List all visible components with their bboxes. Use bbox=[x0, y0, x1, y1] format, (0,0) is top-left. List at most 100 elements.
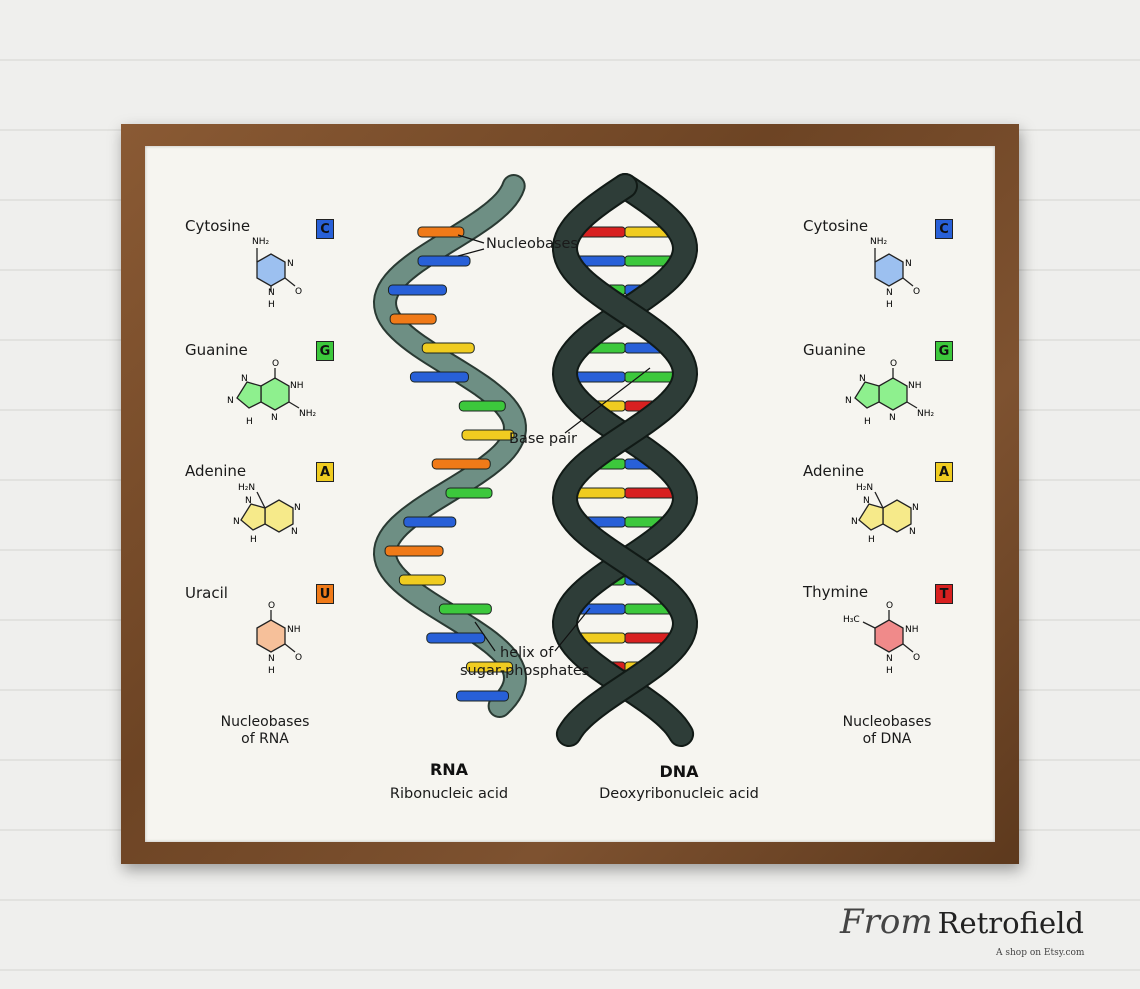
svg-text:O: O bbox=[913, 653, 920, 663]
svg-text:NH₂: NH₂ bbox=[299, 409, 317, 419]
rna-title: RNA bbox=[429, 760, 469, 779]
svg-text:N: N bbox=[291, 527, 298, 537]
base-name: Guanine bbox=[185, 341, 248, 359]
base-name: Cytosine bbox=[185, 217, 251, 235]
rna-nucleobase bbox=[409, 371, 469, 383]
svg-text:NH₂: NH₂ bbox=[252, 237, 270, 247]
svg-text:H: H bbox=[868, 535, 875, 545]
helix-illustration bbox=[372, 173, 699, 747]
rna-nucleobase bbox=[438, 603, 492, 615]
poster-paper: Cytosine C NH₂ N N H O Guanine G bbox=[145, 146, 995, 842]
svg-text:N: N bbox=[245, 496, 252, 506]
svg-text:N: N bbox=[227, 396, 234, 406]
svg-text:O: O bbox=[886, 601, 893, 611]
base-name: Adenine bbox=[803, 462, 865, 480]
base-letter-badge: A bbox=[316, 462, 334, 482]
svg-text:N: N bbox=[886, 288, 893, 298]
base-letter-badge: U bbox=[316, 584, 334, 604]
guanine-structure: O NH NH₂ N N N H bbox=[845, 359, 935, 427]
uracil-structure: O NH N H O bbox=[256, 601, 302, 676]
svg-text:N: N bbox=[863, 496, 870, 506]
cytosine-structure: NH₂ N N H O bbox=[252, 237, 302, 310]
svg-text:O: O bbox=[272, 359, 279, 369]
svg-text:H₂N: H₂N bbox=[238, 483, 255, 493]
svg-text:H: H bbox=[886, 300, 893, 310]
nucleobases-arrow bbox=[457, 234, 485, 244]
rna-nucleobases-caption: Nucleobases of RNA bbox=[195, 714, 335, 748]
base-name: Thymine bbox=[803, 583, 869, 601]
nucleobases-annotation: Nucleobases bbox=[486, 236, 578, 252]
rna-nucleobase bbox=[403, 516, 457, 528]
base-name: Cytosine bbox=[803, 217, 869, 235]
dna-title: DNA bbox=[659, 762, 699, 781]
rna-nucleobase bbox=[426, 632, 486, 644]
adenine-structure: H₂N N N N N H bbox=[233, 483, 301, 545]
caption-line: of DNA bbox=[862, 731, 912, 747]
svg-text:N: N bbox=[851, 517, 858, 527]
rna-nucleobase bbox=[458, 400, 506, 412]
svg-text:O: O bbox=[268, 601, 275, 611]
base-letter-badge: A bbox=[935, 462, 953, 482]
base-letter-badge: C bbox=[316, 219, 334, 239]
svg-text:O: O bbox=[913, 287, 920, 297]
caption-line: Nucleobases bbox=[842, 714, 932, 730]
svg-text:O: O bbox=[295, 653, 302, 663]
svg-text:H: H bbox=[268, 666, 275, 676]
poster-frame: Cytosine C NH₂ N N H O Guanine G bbox=[121, 124, 1019, 864]
brand-tagline: A shop on Etsy.com bbox=[996, 948, 1085, 958]
thymine-structure: H₃C O NH N H O bbox=[843, 601, 920, 676]
base-letter-badge: G bbox=[935, 341, 953, 361]
helix-annotation-line1: helix of bbox=[500, 645, 554, 661]
svg-text:H: H bbox=[268, 300, 275, 310]
svg-text:N: N bbox=[889, 413, 896, 423]
base-name: Guanine bbox=[803, 341, 866, 359]
nucleobases-arrow bbox=[457, 248, 485, 257]
rna-nucleobase bbox=[417, 255, 471, 267]
rna-nucleobase bbox=[387, 284, 447, 296]
svg-text:N: N bbox=[886, 654, 893, 664]
helix-arrow-dna bbox=[554, 607, 591, 652]
rna-nucleobase bbox=[461, 429, 515, 441]
base-pair-annotation: Base pair bbox=[509, 431, 577, 447]
svg-text:H: H bbox=[886, 666, 893, 676]
base-letter-badge: C bbox=[935, 219, 953, 239]
svg-text:NH₂: NH₂ bbox=[917, 409, 935, 419]
svg-text:O: O bbox=[295, 287, 302, 297]
svg-text:N: N bbox=[294, 503, 301, 513]
svg-text:NH: NH bbox=[905, 625, 919, 635]
rna-nucleobase bbox=[389, 313, 437, 325]
svg-text:H: H bbox=[864, 417, 871, 427]
svg-text:N: N bbox=[845, 396, 852, 406]
svg-text:N: N bbox=[271, 413, 278, 423]
base-pair-arrow bbox=[564, 367, 651, 434]
dna-nucleobases-caption: Nucleobases of DNA bbox=[817, 714, 957, 748]
svg-text:O: O bbox=[890, 359, 897, 369]
rna-nucleobase bbox=[455, 690, 509, 702]
svg-text:H: H bbox=[250, 535, 257, 545]
caption-line: of RNA bbox=[241, 731, 289, 747]
svg-text:N: N bbox=[859, 374, 866, 384]
rna-nucleobase bbox=[431, 458, 491, 470]
brand-watermark: From Retrofield A shop on Etsy.com bbox=[840, 902, 1084, 958]
brand-from: From bbox=[840, 902, 933, 942]
base-name: Uracil bbox=[185, 584, 228, 602]
dna-subtitle: Deoxyribonucleic acid bbox=[599, 786, 759, 802]
svg-text:N: N bbox=[241, 374, 248, 384]
rna-nucleobase bbox=[466, 661, 514, 673]
rna-nucleobase bbox=[384, 545, 444, 557]
svg-text:H₂N: H₂N bbox=[856, 483, 873, 493]
dna-strand-a bbox=[553, 175, 697, 745]
svg-text:NH: NH bbox=[908, 381, 922, 391]
base-name: Adenine bbox=[185, 462, 247, 480]
cytosine-structure: NH₂ N N H O bbox=[870, 237, 920, 310]
adenine-structure: H₂N N N N N H bbox=[851, 483, 919, 545]
svg-text:NH: NH bbox=[290, 381, 304, 391]
svg-text:N: N bbox=[287, 259, 294, 269]
caption-line: Nucleobases bbox=[220, 714, 310, 730]
helix-arrow-rna bbox=[474, 621, 496, 652]
base-letter-badge: G bbox=[316, 341, 334, 361]
svg-text:NH: NH bbox=[287, 625, 301, 635]
dna-strand-b bbox=[553, 175, 697, 745]
brand-name: Retrofield bbox=[937, 906, 1084, 940]
rna-nucleobase bbox=[417, 226, 465, 238]
